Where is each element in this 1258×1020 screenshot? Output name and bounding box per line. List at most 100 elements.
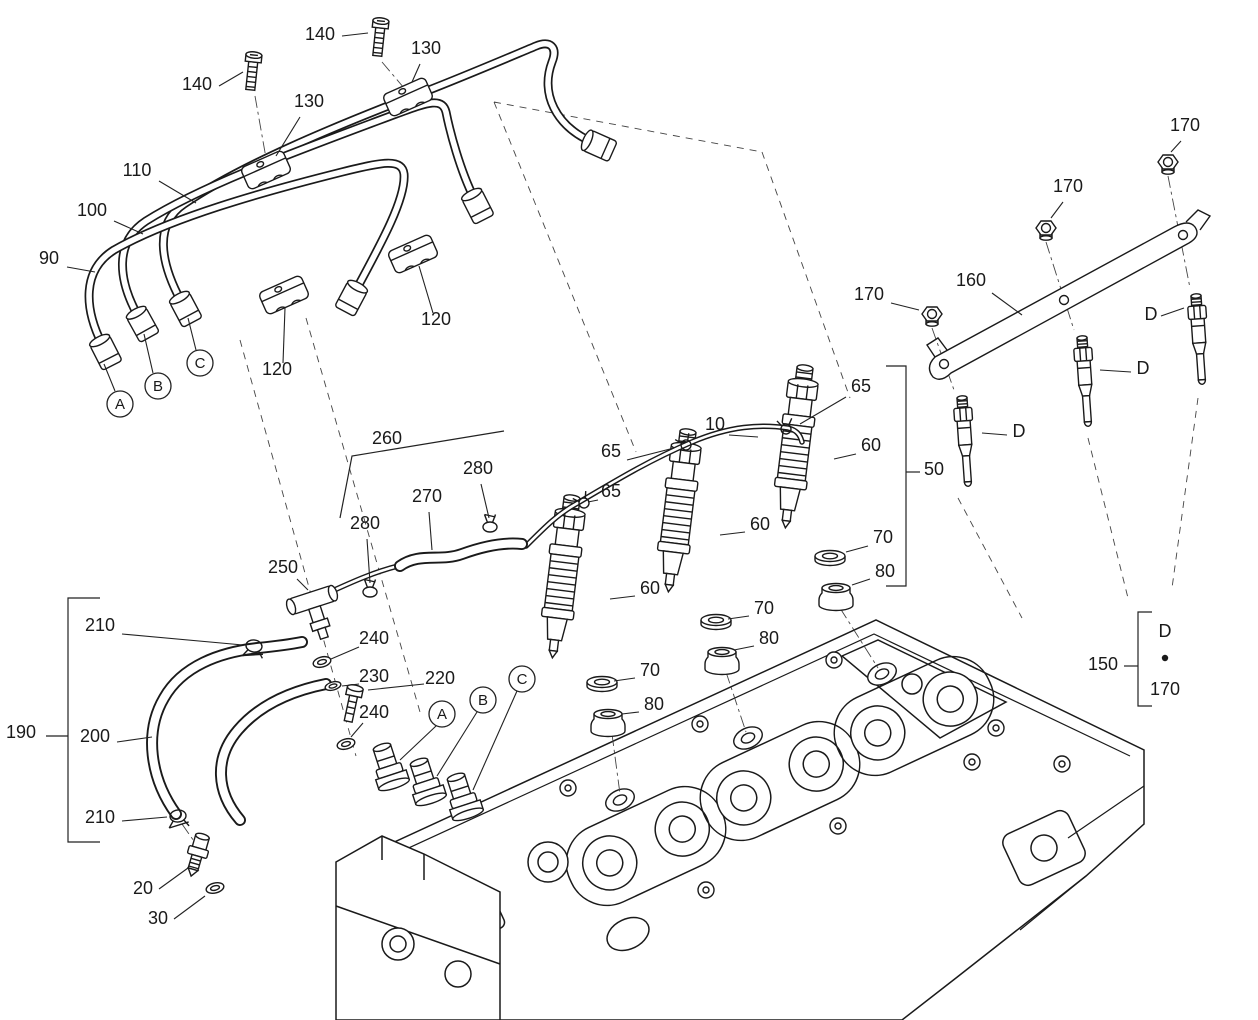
leader-line	[366, 538, 371, 584]
callout-240: 240	[359, 702, 389, 722]
callout-80: 80	[875, 561, 895, 581]
callout-220: 220	[425, 668, 455, 688]
bracket-line	[886, 365, 907, 587]
leader-line	[851, 578, 871, 586]
callout-120: 120	[421, 309, 451, 329]
leader-line	[116, 736, 153, 743]
callout-B: B	[478, 692, 488, 709]
callout-190: 190	[6, 722, 36, 742]
leader-line	[103, 363, 116, 392]
callout-D: D	[1159, 621, 1172, 641]
leader-line	[282, 307, 286, 364]
leader-line	[411, 63, 421, 83]
callout-170: 170	[1170, 115, 1200, 135]
leader-line	[480, 483, 490, 519]
leader-line	[621, 711, 640, 715]
callout-170: 170	[1150, 679, 1180, 699]
leader-line	[1160, 307, 1185, 317]
leader-line	[719, 531, 746, 536]
callout-120: 120	[262, 359, 292, 379]
callout-110: 110	[123, 160, 152, 180]
letter-circle	[428, 700, 456, 728]
callout-270: 270	[412, 486, 442, 506]
callout-65: 65	[601, 441, 621, 461]
callout-D: D	[1137, 358, 1150, 378]
leader-line	[1170, 140, 1182, 153]
callout-170: 170	[1053, 176, 1083, 196]
callout-D: D	[1013, 421, 1026, 441]
callout-200: 200	[80, 726, 110, 746]
leader-line	[890, 302, 920, 311]
banjo-bolt	[343, 684, 364, 724]
bracket-line	[67, 597, 100, 843]
letter-circle	[144, 372, 172, 400]
leader-line	[991, 292, 1023, 316]
glow-plugs	[952, 292, 1212, 488]
callout-65: 65	[851, 376, 871, 396]
leader-line	[609, 595, 636, 600]
delivery-valve-holders	[365, 738, 486, 824]
leader-line	[1099, 369, 1132, 373]
leader-line	[158, 867, 189, 890]
return-line-fittings	[186, 584, 364, 878]
callout-140: 140	[182, 74, 212, 94]
leader-line	[428, 511, 433, 551]
leader-line	[121, 816, 168, 822]
leader-line	[330, 646, 360, 660]
glow-plug-bar	[926, 209, 1212, 380]
letter-circle	[106, 390, 134, 418]
leader-line	[1050, 201, 1064, 219]
leader-line	[728, 434, 759, 438]
callout-70: 70	[754, 598, 774, 618]
bracket-line	[1137, 611, 1152, 707]
leader-line	[833, 453, 857, 460]
dashed-projection-lines	[239, 101, 1199, 757]
leader-line	[341, 32, 369, 37]
callout-230: 230	[359, 666, 389, 686]
callout-C: C	[195, 355, 206, 372]
leak-off-line	[523, 417, 805, 549]
letter-circle	[469, 686, 497, 714]
leader-line	[981, 432, 1008, 436]
leader-line	[733, 645, 755, 651]
leader-line	[727, 615, 750, 620]
callout-240: 240	[359, 628, 389, 648]
leader-line	[399, 725, 437, 761]
leader-line	[218, 71, 244, 87]
leader-line	[799, 396, 847, 425]
leader-line	[626, 447, 675, 461]
callout-140: 140	[305, 24, 335, 44]
leader-line	[121, 633, 244, 646]
leader-line	[613, 677, 636, 682]
leader-line	[296, 578, 309, 591]
callout-170: 170	[854, 284, 884, 304]
leader-line	[66, 266, 96, 273]
leader-line	[367, 683, 425, 691]
callout-90: 90	[39, 248, 59, 268]
callout-250: 250	[268, 557, 298, 577]
leader-line	[113, 220, 144, 235]
injection-pump-drawing	[335, 835, 501, 1020]
letter-circle	[186, 349, 214, 377]
injection-pipes	[84, 39, 597, 349]
callout-20: 20	[133, 878, 153, 898]
callout-65: 65	[601, 481, 621, 501]
leader-line	[418, 265, 434, 314]
cylinder-head-drawing	[337, 619, 1145, 1020]
callout-30: 30	[148, 908, 168, 928]
callout-80: 80	[644, 694, 664, 714]
callout-210: 210	[85, 807, 115, 827]
callout-60: 60	[861, 435, 881, 455]
callout-280: 280	[350, 513, 380, 533]
leader-line	[275, 116, 301, 157]
callout-B: B	[153, 378, 163, 395]
leader-line	[436, 711, 478, 777]
callout-100: 100	[77, 200, 107, 220]
callout-150: 150	[1088, 654, 1118, 674]
callout-280: 280	[463, 458, 493, 478]
callout-130: 130	[294, 91, 324, 111]
leader-line	[587, 499, 599, 503]
letter-circle	[508, 665, 536, 693]
